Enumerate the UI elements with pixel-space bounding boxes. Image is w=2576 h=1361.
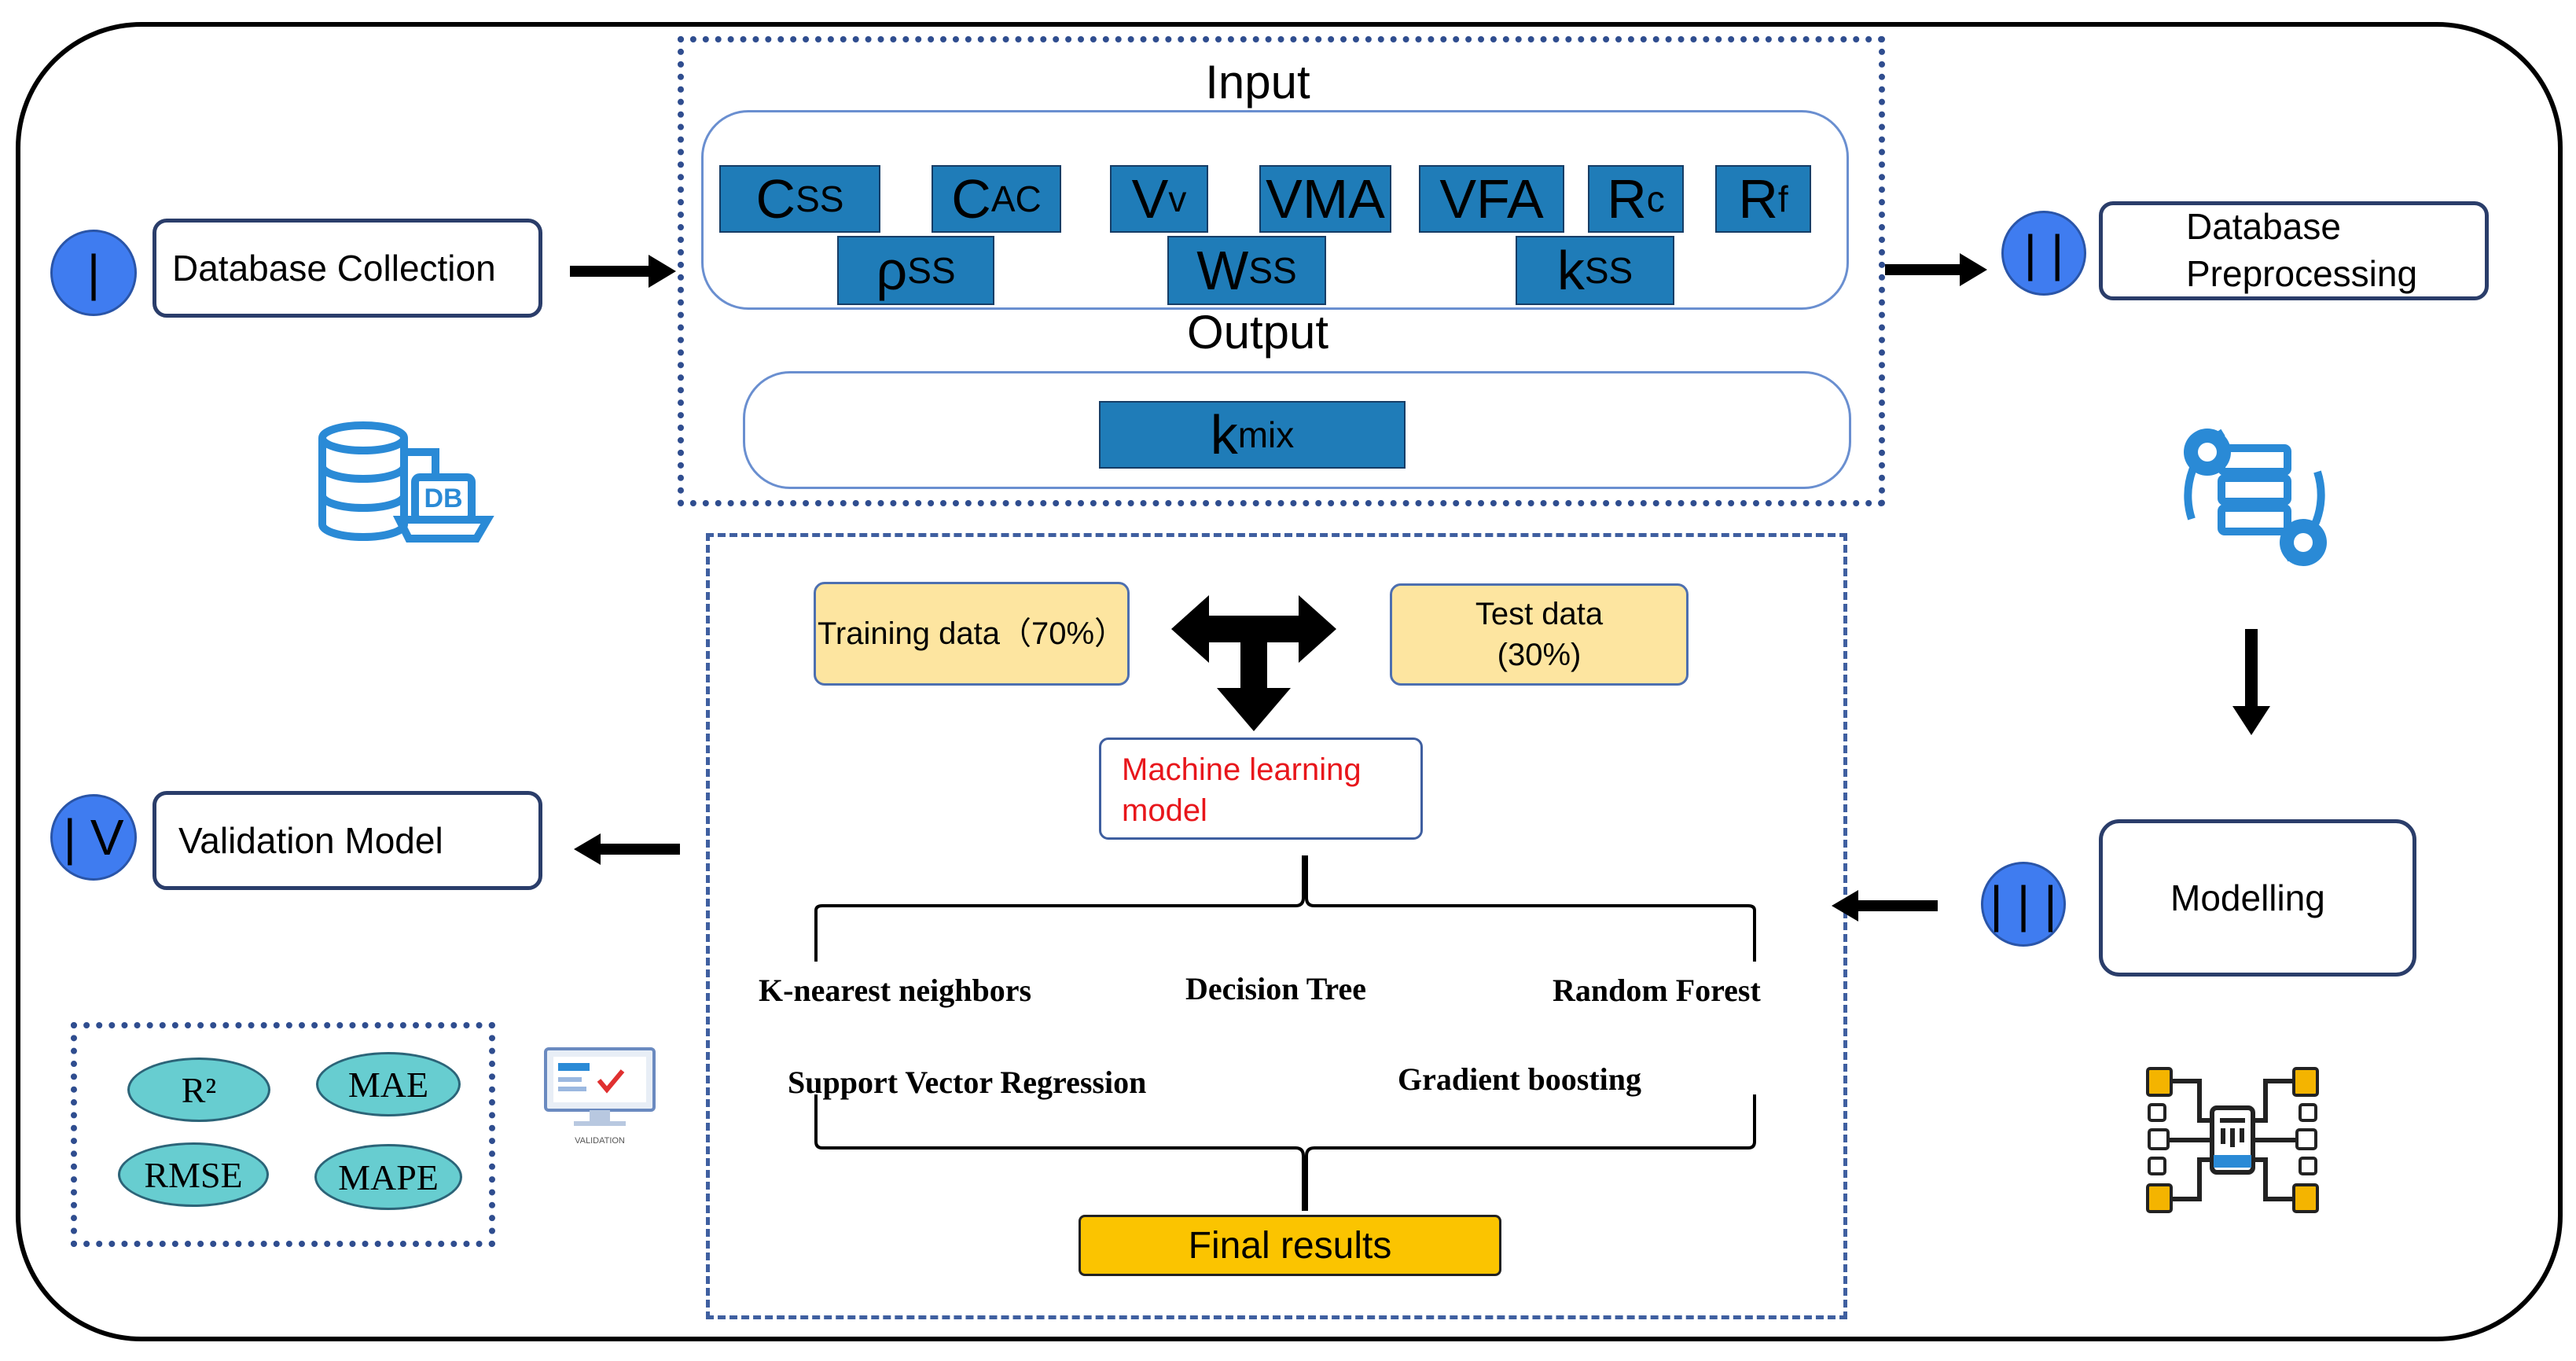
metric-rmse: RMSE — [118, 1142, 269, 1207]
database-icon: DB — [318, 421, 494, 543]
bottom-brace — [814, 1094, 1756, 1211]
modelling-dashed-frame — [706, 533, 1847, 1319]
step-4-badge: | V — [50, 794, 137, 881]
input-title: Input — [1205, 56, 1310, 109]
input-var-vma: VMA — [1259, 165, 1391, 233]
metric-mape: MAPE — [314, 1144, 462, 1210]
ml-model-line2: model — [1122, 793, 1207, 828]
algo-decision-tree: Decision Tree — [1185, 971, 1366, 1006]
final-results-box: Final results — [1079, 1215, 1501, 1276]
step-1-database-collection-box: Database Collection — [153, 219, 542, 318]
step-2-badge: | | — [2001, 211, 2086, 296]
metric-mae: MAE — [316, 1052, 461, 1116]
data-processing-gears-icon — [2184, 429, 2327, 566]
top-brace — [814, 855, 1756, 962]
algo-knn: K-nearest neighbors — [759, 973, 1032, 1008]
arrow-io-to-step2 — [1885, 253, 1987, 286]
validation-monitor-icon: VALIDATION — [544, 1047, 656, 1146]
io-dotted-frame — [678, 36, 1885, 506]
step-4-validation-model-box: Validation Model — [153, 791, 542, 890]
outer-frame — [16, 22, 2563, 1341]
training-data-box: Training data（70%） — [814, 582, 1130, 686]
arrow-step2-to-step3 — [2232, 629, 2270, 735]
split-arrow-icon — [1171, 595, 1336, 731]
metrics-dotted-frame — [71, 1022, 495, 1247]
step-2-label-line1: Database — [2186, 206, 2341, 248]
test-data-box: Test data (30%) — [1390, 583, 1689, 686]
metric-r2: R² — [127, 1058, 270, 1122]
input-var-vfa: VFA — [1419, 165, 1564, 233]
model-network-icon — [2146, 1067, 2319, 1213]
test-data-line1: Test data — [1475, 597, 1604, 631]
step-3-modelling-box: Modelling — [2099, 819, 2416, 977]
machine-learning-model-box: Machine learning model — [1099, 738, 1423, 840]
step-2-database-preprocessing-box: Database Preprocessing — [2099, 201, 2489, 300]
algo-random-forest: Random Forest — [1553, 973, 1761, 1008]
ml-model-line1: Machine learning — [1122, 752, 1361, 787]
step-3-badge: | | | — [1981, 862, 2066, 947]
step-1-badge: | — [50, 230, 137, 316]
algo-svr: Support Vector Regression — [788, 1065, 1147, 1100]
svg-text:DB: DB — [424, 484, 462, 513]
arrow-step1-to-io — [570, 255, 676, 288]
algo-gradient-boosting: Gradient boosting — [1398, 1061, 1642, 1097]
step-2-label-line2: Preprocessing — [2186, 253, 2418, 294]
arrow-modelling-to-step4 — [574, 833, 680, 865]
validation-icon-caption: VALIDATION — [575, 1136, 625, 1146]
output-title: Output — [1186, 306, 1329, 359]
arrow-step3-to-modelling — [1832, 890, 1938, 921]
test-data-line2: (30%) — [1497, 638, 1582, 672]
